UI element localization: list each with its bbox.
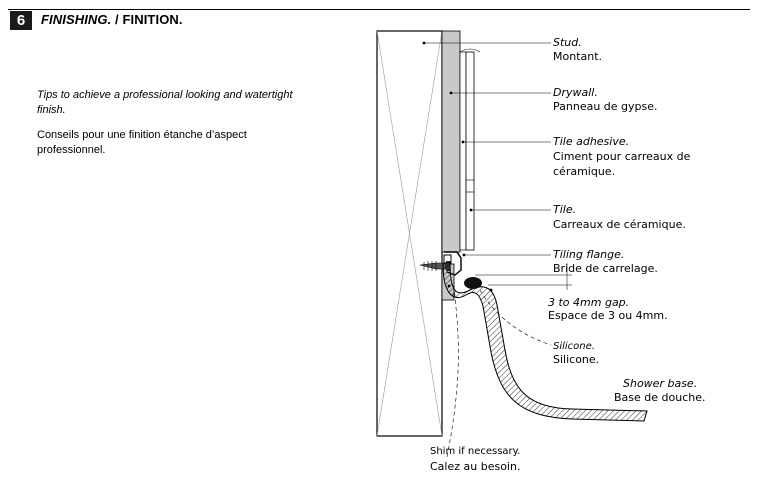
stud-label-en: Stud. <box>553 36 582 49</box>
section-heading: FINISHING. / FINITION. <box>41 12 183 27</box>
top-rule <box>8 9 750 10</box>
drywall-label-en: Drywall. <box>553 86 598 99</box>
step-number-badge: 6 <box>10 11 32 30</box>
gap-label-en: 3 to 4mm gap. <box>548 296 629 309</box>
silicone-label-fr: Silicone. <box>553 353 599 366</box>
intro-tip-fr: Conseils pour une finition étanche d’asp… <box>37 129 247 156</box>
gap-label-fr: Espace de 3 ou 4mm. <box>548 309 668 322</box>
tiling-flange-label-fr: Bride de carrelage. <box>553 262 658 275</box>
heading-separator: / <box>111 12 123 27</box>
gap-dimension <box>475 263 572 290</box>
tile-assembly <box>459 48 481 251</box>
silicone-bead <box>464 277 482 289</box>
tile-label-en: Tile. <box>553 203 576 216</box>
heading-en: FINISHING. <box>41 12 112 27</box>
stud <box>376 30 443 437</box>
silicone-label-en: Silicone. <box>553 341 595 352</box>
drywall-label-fr: Panneau de gypse. <box>553 100 658 113</box>
tile-adhesive-label-fr-1: Ciment pour carreaux de <box>553 150 691 163</box>
intro-tip-en: Tips to achieve a professional looking a… <box>37 89 293 116</box>
tile-adhesive-label-fr-2: céramique. <box>553 165 615 178</box>
tiling-flange-label-en: Tiling flange. <box>553 248 624 261</box>
shower-base-label-fr: Base de douche. <box>614 391 706 404</box>
stud-label-fr: Montant. <box>553 50 602 63</box>
heading-fr: FINITION. <box>122 12 183 27</box>
tile-adhesive-label-en: Tile adhesive. <box>553 135 629 148</box>
tile-label-fr: Carreaux de céramique. <box>553 218 686 231</box>
shim-label-fr: Calez au besoin. <box>430 460 520 473</box>
leader-lines <box>424 42 552 458</box>
leader-dots <box>422 41 493 292</box>
shim-label-en: Shim if necessary. <box>430 446 520 457</box>
drywall <box>441 30 461 253</box>
shower-base-label-en: Shower base. <box>623 377 697 390</box>
tiling-flange <box>444 251 462 276</box>
